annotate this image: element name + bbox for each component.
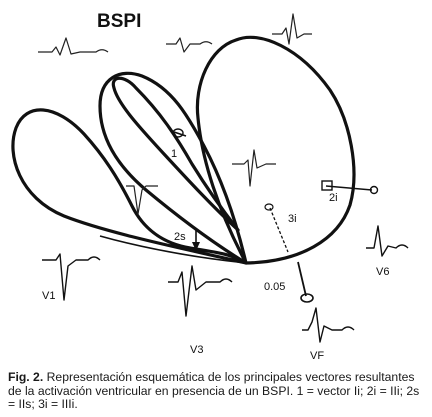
vector-2i-base xyxy=(321,180,333,191)
inner-loop xyxy=(111,76,240,232)
label-vector-2i: 2i xyxy=(329,192,338,204)
figure-caption: Fig. 2. Representación esquemática de lo… xyxy=(8,370,426,412)
caption-text: Representación esquemática de los princi… xyxy=(8,370,420,412)
ecg-trace-v6 xyxy=(366,225,409,257)
ecg-trace-top-right xyxy=(272,13,312,45)
label-vector-3i: 3i xyxy=(288,213,297,225)
label-vector-1: 1 xyxy=(171,148,177,160)
vector-1-origin xyxy=(172,128,184,138)
ecg-trace-top-left xyxy=(38,37,109,56)
ecg-trace-left-loop xyxy=(126,185,158,215)
vector-2i-head xyxy=(369,185,379,195)
label-v1: V1 xyxy=(42,290,55,302)
middle-loop xyxy=(98,71,248,265)
vector-1-arrow xyxy=(173,131,187,137)
vector-3i-head xyxy=(264,203,274,211)
ecg-trace-top-center xyxy=(166,37,213,53)
ecg-trace-center xyxy=(232,149,276,187)
vector-3i-arrow xyxy=(269,207,289,253)
label-v6: V6 xyxy=(376,266,389,278)
large-loop xyxy=(195,35,356,265)
label-vf: VF xyxy=(310,350,324,362)
label-vector-2s: 2s xyxy=(174,231,186,243)
ecg-trace-vf xyxy=(302,307,355,343)
figure-title: BSPI xyxy=(97,11,141,32)
label-v3: V3 xyxy=(190,344,203,356)
outer-loop xyxy=(11,108,248,265)
label-scale: 0.05 xyxy=(264,281,285,293)
vf-axis-arrow xyxy=(297,261,307,297)
vector-2i-arrow xyxy=(325,185,373,191)
ecg-trace-v3 xyxy=(168,265,233,317)
vector-2s-head xyxy=(192,242,200,251)
loop-origin-line xyxy=(99,235,247,264)
ecg-trace-v1 xyxy=(42,253,101,301)
vf-axis-head xyxy=(300,293,314,303)
caption-prefix: Fig. 2. xyxy=(8,370,44,384)
